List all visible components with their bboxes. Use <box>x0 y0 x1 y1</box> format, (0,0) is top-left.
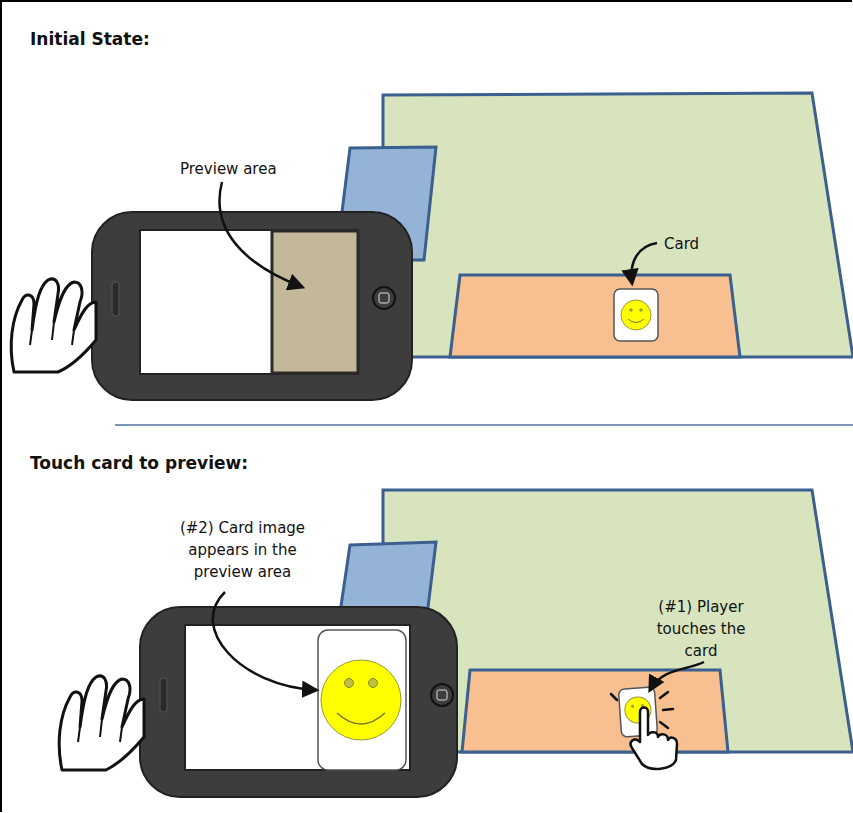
leader-arrow <box>631 243 657 283</box>
leader-arrow <box>220 182 302 287</box>
panel-heading: Touch card to preview: <box>30 452 330 474</box>
preview-area <box>272 231 358 373</box>
play-area <box>462 670 728 752</box>
callout-text: Preview area <box>180 158 320 180</box>
pointing-hand <box>631 708 677 769</box>
touched-card <box>618 687 657 737</box>
card <box>614 289 658 341</box>
panel-separator <box>115 424 853 426</box>
callout-text: Card <box>664 233 744 255</box>
holding-hand <box>11 279 96 372</box>
table-surface <box>383 93 853 357</box>
panel-heading: Initial State: <box>30 28 330 50</box>
leader-arrow <box>213 592 316 690</box>
callout-text: (#1) Player touches the card <box>642 596 760 662</box>
callout-text: (#2) Card image appears in the preview a… <box>160 517 325 583</box>
held-hand <box>59 676 144 770</box>
phone <box>92 212 412 400</box>
play-area <box>450 275 740 357</box>
phone <box>140 607 457 797</box>
leader-arrow <box>650 662 704 690</box>
card-preview-image <box>318 630 406 770</box>
